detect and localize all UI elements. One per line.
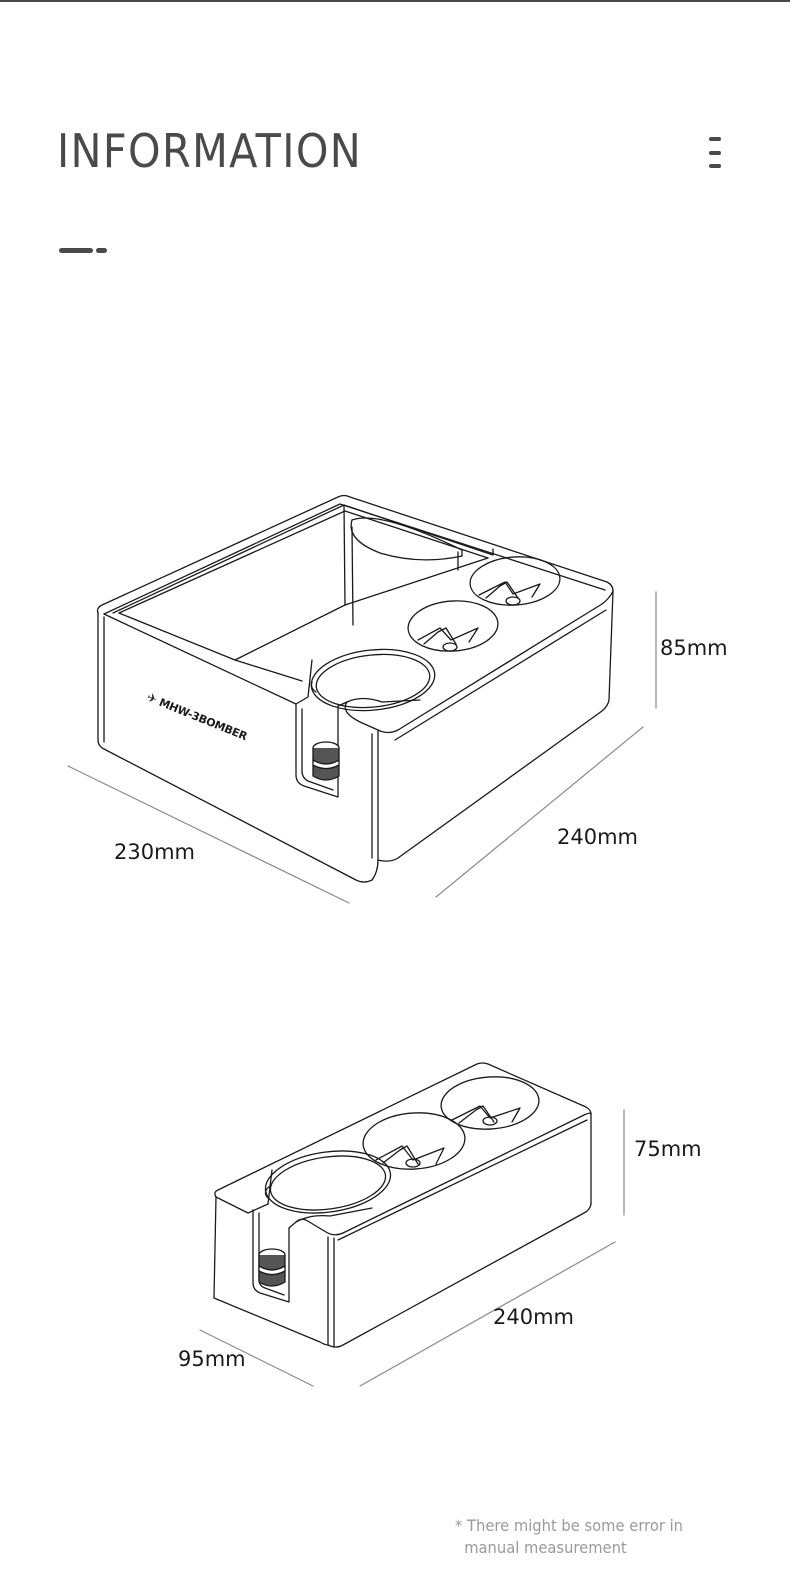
product-drawing-tamper-station: 95mm 240mm 75mm	[0, 1040, 790, 1390]
top-divider	[0, 0, 790, 2]
dimension-lines	[67, 591, 657, 904]
page-title: INFORMATION	[57, 124, 363, 178]
menu-icon[interactable]	[705, 132, 725, 172]
dimension-width-label: 95mm	[178, 1347, 246, 1371]
dimension-depth-label: 240mm	[493, 1305, 574, 1329]
footnote-line-1: * There might be some error in	[455, 1516, 684, 1535]
dimension-depth-label: 240mm	[557, 825, 638, 849]
dimension-height-label: 75mm	[634, 1137, 702, 1161]
footnote-line-2: manual measurement	[464, 1538, 627, 1557]
knob-icon	[312, 741, 340, 781]
star-insert-holes	[362, 1076, 540, 1170]
product-drawing-knock-box: ✈ MHW-3BOMBER 230mm 240mm 85mm	[0, 480, 790, 920]
dimension-height-label: 85mm	[660, 636, 728, 660]
measurement-disclaimer: * There might be some error in manual me…	[455, 1515, 731, 1559]
star-insert-holes	[407, 556, 561, 652]
dimension-lines	[199, 1109, 625, 1387]
dimension-width-label: 230mm	[114, 840, 195, 864]
knob-icon	[258, 1248, 286, 1287]
